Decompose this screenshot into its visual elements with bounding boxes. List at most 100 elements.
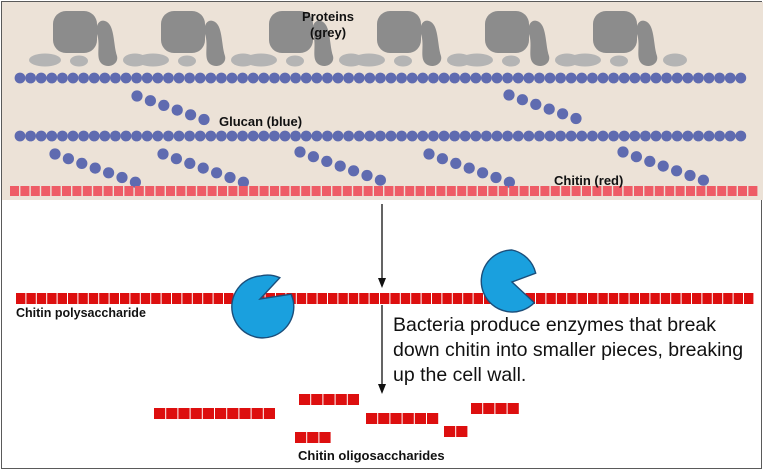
glucan-bead bbox=[503, 89, 515, 101]
pacman-enzyme-icon bbox=[480, 249, 537, 313]
glucan-bead bbox=[163, 130, 174, 142]
chitin-unit bbox=[546, 293, 556, 304]
glucan-bead bbox=[49, 148, 61, 160]
glucan-bead bbox=[682, 130, 694, 142]
glucan-bead bbox=[321, 155, 333, 167]
glucan-bead bbox=[423, 148, 435, 160]
chitin-unit bbox=[467, 186, 477, 196]
glucan-bead bbox=[99, 72, 111, 84]
chitin-unit bbox=[432, 293, 442, 304]
chitin-oligo-unit bbox=[471, 403, 483, 414]
chitin-unit bbox=[213, 293, 223, 304]
glucan-bead bbox=[428, 72, 439, 84]
glucan-bead bbox=[46, 72, 58, 84]
glucan-bead bbox=[684, 169, 696, 182]
proteins-label-line1: Proteins bbox=[302, 9, 355, 24]
glucan-bead bbox=[523, 72, 535, 84]
glucan-bead bbox=[490, 171, 502, 184]
enzymes bbox=[231, 249, 537, 339]
glucan-bead bbox=[570, 112, 582, 125]
proteins-label-line2: (grey) bbox=[309, 25, 347, 40]
glucan-bead bbox=[406, 130, 418, 142]
chitin-unit bbox=[68, 293, 78, 304]
glucan-bead bbox=[88, 130, 100, 142]
glucan-bead bbox=[534, 130, 545, 142]
chitin-unit bbox=[328, 293, 338, 304]
glucan-bead bbox=[205, 72, 217, 84]
chitin-unit bbox=[270, 186, 279, 196]
chitin-unit bbox=[446, 186, 456, 196]
glucan-bead bbox=[224, 171, 236, 184]
glucan-label: Glucan (blue) bbox=[219, 114, 303, 129]
glucan-bead bbox=[364, 72, 376, 84]
chitin-oligo-unit bbox=[456, 426, 468, 437]
chitin-unit bbox=[130, 293, 140, 304]
glucan-bead bbox=[198, 113, 210, 126]
glucan-bead bbox=[163, 72, 174, 84]
glucan-bead bbox=[693, 130, 704, 142]
chitin-oligo-unit bbox=[307, 432, 319, 443]
glucan-bead bbox=[99, 130, 111, 142]
chitin-unit bbox=[51, 186, 61, 196]
chitin-unit bbox=[598, 293, 608, 304]
chitin-unit bbox=[124, 186, 134, 196]
chitin-unit bbox=[353, 186, 363, 196]
glucan-bead bbox=[131, 72, 143, 84]
chitin-unit bbox=[640, 293, 650, 304]
chitin-unit bbox=[338, 293, 348, 304]
glucan-bead bbox=[194, 72, 206, 84]
glucan-bead bbox=[173, 130, 185, 142]
protein-shape bbox=[593, 11, 637, 53]
chitin-unit bbox=[82, 186, 92, 196]
protein-shape bbox=[161, 11, 205, 53]
chitin-unit bbox=[238, 186, 248, 196]
chitin-unit bbox=[36, 293, 47, 304]
glucan-bead bbox=[671, 165, 683, 177]
chitin-unit bbox=[280, 186, 290, 196]
protein-shape bbox=[29, 53, 61, 67]
chitin-oligo-unit bbox=[378, 413, 390, 424]
glucan-bead bbox=[158, 99, 170, 111]
chitin-unit bbox=[686, 186, 695, 196]
glucan-bead bbox=[258, 130, 270, 142]
glucan-bead bbox=[661, 72, 672, 84]
glucan-bead bbox=[512, 72, 524, 84]
glucan-bead bbox=[294, 146, 306, 158]
glucan-bead bbox=[587, 72, 598, 84]
glucan-bead bbox=[565, 130, 577, 142]
glucan-bead bbox=[396, 130, 407, 142]
glucan-bead bbox=[307, 151, 319, 163]
glucan-bead bbox=[385, 130, 397, 142]
chitin-label: Chitin (red) bbox=[554, 173, 624, 188]
chitin-unit bbox=[249, 186, 259, 196]
chitin-unit bbox=[134, 186, 144, 196]
glucan-bead bbox=[311, 130, 323, 142]
protein-shape bbox=[610, 55, 628, 67]
chitin-unit bbox=[322, 186, 331, 196]
chitin-unit bbox=[629, 293, 639, 304]
chitin-unit bbox=[561, 186, 571, 196]
glucan-bead bbox=[353, 72, 365, 84]
chitin-unit bbox=[421, 293, 431, 304]
protein-shape bbox=[204, 20, 226, 67]
glucan-bead bbox=[703, 72, 715, 84]
chitin-unit bbox=[307, 293, 317, 304]
chitin-unit bbox=[675, 186, 685, 196]
glucan-bead bbox=[406, 72, 418, 84]
glucan-bead bbox=[618, 72, 630, 84]
glucan-bead bbox=[557, 108, 569, 120]
glucan-bead bbox=[640, 72, 651, 84]
chitin-unit bbox=[290, 186, 300, 196]
chitin-unit bbox=[72, 186, 82, 196]
chitin-oligo-unit bbox=[311, 394, 323, 405]
chitin-unit bbox=[644, 186, 654, 196]
chitin-unit bbox=[536, 293, 546, 304]
glucan-bead bbox=[269, 130, 280, 142]
chitin-unit bbox=[41, 186, 51, 196]
glucan-bead bbox=[735, 72, 747, 84]
glucan-bead bbox=[152, 72, 164, 84]
glucan-bead bbox=[640, 130, 651, 142]
glucan-bead bbox=[693, 72, 704, 84]
chitin-unit bbox=[426, 186, 435, 196]
